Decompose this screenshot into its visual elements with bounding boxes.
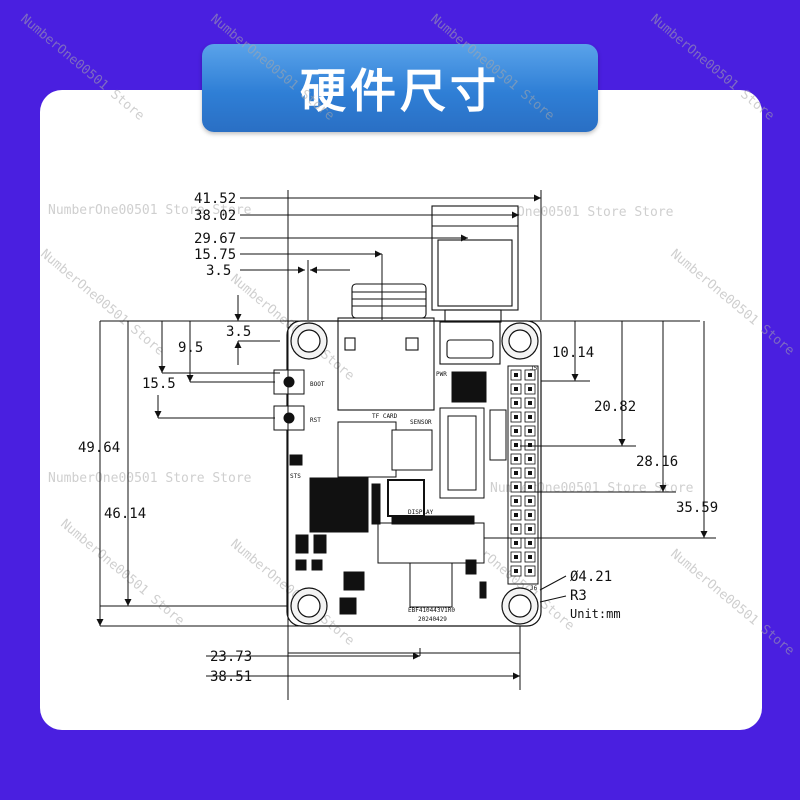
components: SENSOR DISPLAY BOOT RST STS PWR J5 J6 — [273, 365, 538, 615]
header-pin-dot — [514, 457, 518, 461]
watermark-text: NumberOne00501 Store — [427, 12, 557, 124]
title-banner: 硬件尺寸 — [202, 44, 598, 132]
sensor-module — [439, 407, 485, 499]
header-pin-dot — [514, 401, 518, 405]
mounting-hole — [290, 587, 328, 625]
sts-label: STS — [290, 473, 301, 480]
header-pin-dot — [514, 443, 518, 447]
header-pin-dot — [514, 415, 518, 419]
usb-chip — [451, 371, 487, 403]
header-pin-dot — [514, 499, 518, 503]
j6-label: J6 — [530, 585, 538, 592]
mounting-hole — [501, 587, 539, 625]
tf-card-label: TF CARD — [372, 413, 398, 420]
pin-header — [507, 365, 539, 585]
header-pin-dot — [514, 555, 518, 559]
unit-label: Unit:mm — [570, 607, 621, 621]
dim-left-label: 46.14 — [104, 506, 146, 522]
header-pin-dot — [528, 387, 532, 391]
header-pin-dot — [528, 443, 532, 447]
dim-right-label: 10.14 — [552, 345, 594, 361]
watermark-text: NumberOne00501 Store — [57, 517, 187, 629]
header-pin-dot — [514, 513, 518, 517]
header-pin-dot — [514, 485, 518, 489]
dimension-lines — [96, 190, 716, 700]
page-title: 硬件尺寸 — [300, 64, 500, 118]
dim-left-label: 3.5 — [226, 324, 251, 340]
dim-top-label: 15.75 — [194, 247, 236, 263]
dim-top-label: 38.02 — [194, 208, 236, 224]
usb-connector — [431, 205, 519, 365]
dim-left-label: 9.5 — [178, 340, 203, 356]
header-pin-dot — [528, 457, 532, 461]
board-model: EBF410443V1R0 — [408, 607, 455, 614]
header-pin-dot — [528, 373, 532, 377]
watermark-text: NumberOne00501 Store — [667, 247, 797, 359]
watermark-text: NumberOne00501 Store — [207, 12, 337, 124]
header-pin-dot — [528, 429, 532, 433]
header-pin-dot — [514, 471, 518, 475]
dim-top-label: 29.67 — [194, 231, 236, 247]
tf-card-slot: TF CARD — [337, 283, 435, 420]
dim-left-label: 49.64 — [78, 440, 120, 456]
dim-bottom-label: 23.73 — [210, 649, 252, 665]
header-pin-dot — [528, 485, 532, 489]
header-pin-dot — [528, 471, 532, 475]
header-pin-dot — [514, 541, 518, 545]
rf-module — [409, 562, 453, 608]
dim-top-label: 3.5 — [206, 263, 231, 279]
header-pin-dot — [514, 527, 518, 531]
header-pin-dot — [528, 527, 532, 531]
hole-diameter-label: Ø4.21 — [570, 569, 612, 585]
header-pin-dot — [528, 555, 532, 559]
rst-label: RST — [310, 417, 321, 424]
watermark-text: NumberOne00501 Store — [227, 537, 357, 649]
board-date: 20240429 — [418, 616, 447, 623]
display-connector — [377, 522, 485, 564]
watermark-text: NumberOne00501 Store Store — [48, 471, 252, 486]
display-label: DISPLAY — [408, 509, 434, 516]
header-pin-dot — [528, 569, 532, 573]
header-pin-dot — [528, 401, 532, 405]
pwr-label: PWR — [436, 371, 447, 378]
sensor-label: SENSOR — [410, 419, 432, 426]
watermark-text: NumberOne00501 Store — [667, 547, 797, 659]
dim-right-label: 35.59 — [676, 500, 718, 516]
header-pin-dot — [514, 569, 518, 573]
header-pin-dot — [528, 499, 532, 503]
dimension-labels: 41.52 38.02 29.67 15.75 3.5 3.5 9.5 15.5… — [78, 191, 718, 685]
watermark-text: NumberOne00501 Store Store — [470, 205, 674, 220]
dim-right-label: 28.16 — [636, 454, 678, 470]
dim-top-label: 41.52 — [194, 191, 236, 207]
dim-right-label: 20.82 — [594, 399, 636, 415]
bga-chip — [309, 477, 369, 533]
dim-bottom-label: 38.51 — [210, 669, 252, 685]
corner-radius-label: R3 — [570, 588, 587, 604]
boot-label: BOOT — [310, 381, 325, 388]
mounting-hole — [290, 322, 328, 360]
watermark-text: NumberOne00501 Store — [17, 12, 147, 124]
j5-label: J5 — [530, 365, 538, 372]
header-pin-dot — [528, 513, 532, 517]
pin-header-outline — [507, 365, 539, 585]
mounting-hole — [501, 322, 539, 360]
mcu-chip — [337, 421, 397, 478]
dim-left-label: 15.5 — [142, 376, 176, 392]
watermark-text: NumberOne00501 Store Store — [48, 203, 252, 218]
header-pin-dot — [528, 541, 532, 545]
header-pin-dot — [514, 373, 518, 377]
header-pin-dot — [528, 415, 532, 419]
header-pin-dot — [514, 387, 518, 391]
watermark-text: NumberOne00501 Store — [37, 247, 167, 359]
header-pin-dot — [514, 429, 518, 433]
watermark-text: NumberOne00501 Store — [647, 12, 777, 124]
